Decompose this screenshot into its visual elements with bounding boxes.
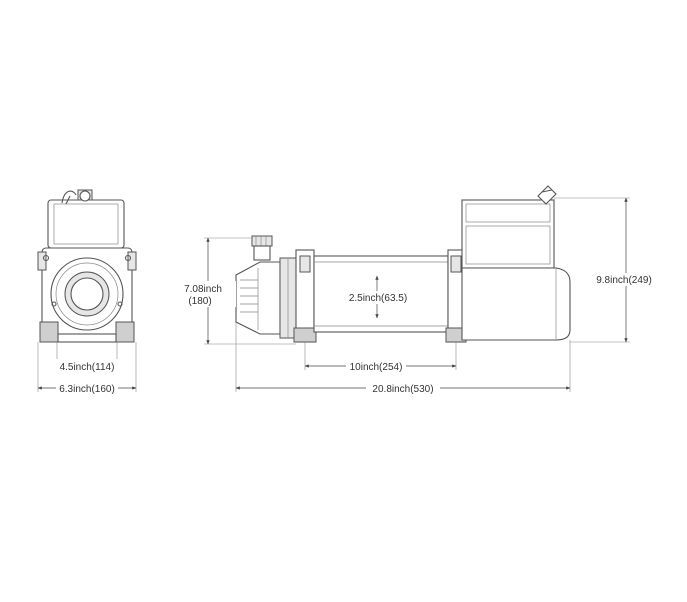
side-dimension-lines xyxy=(204,197,630,392)
front-inner-width-label: 4.5inch(114) xyxy=(60,362,115,373)
side-view xyxy=(235,185,571,343)
drum-length-label: 10inch(254) xyxy=(350,362,403,373)
drum-diameter-label: 2.5inch(63.5) xyxy=(349,293,407,304)
gear-housing-ribs xyxy=(240,268,259,330)
front-outer-width-label: 6.3inch(160) xyxy=(59,384,115,395)
side-height-label-line2: (180) xyxy=(188,296,211,307)
overall-height-label: 9.8inch(249) xyxy=(596,275,652,286)
overall-length-label: 20.8inch(530) xyxy=(372,384,433,395)
front-view xyxy=(37,189,137,343)
side-height-label-line1: 7.08inch xyxy=(184,284,222,295)
